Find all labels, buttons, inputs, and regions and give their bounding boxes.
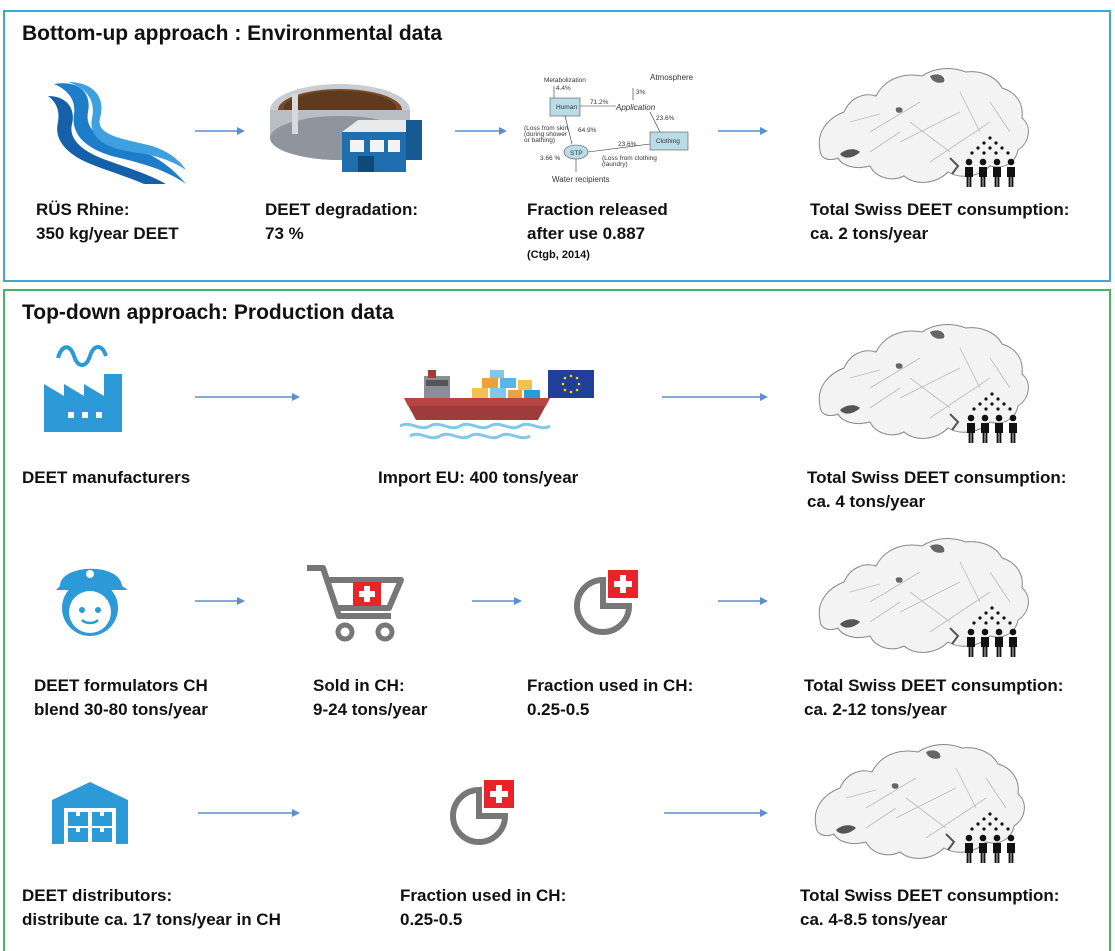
fraction-used-label-2: Fraction used in CH:0.25-0.5	[400, 886, 567, 929]
bottom-up-title: Bottom-up approach : Environmental data	[22, 22, 443, 45]
worker-icon	[50, 556, 132, 642]
svg-text:Clothing: Clothing	[656, 138, 680, 145]
svg-text:71.2%: 71.2%	[590, 99, 609, 106]
total-consumption-label-1: Total Swiss DEET consumption:ca. 2 tons/…	[810, 200, 1070, 243]
degradation-label: DEET degradation: 73 %	[265, 200, 419, 243]
svg-text:4.4%: 4.4%	[556, 85, 571, 92]
arrow-4	[195, 392, 300, 402]
total-consumption-label-3: Total Swiss DEET consumption:ca. 2-12 to…	[804, 676, 1064, 719]
arrow-7	[472, 596, 522, 606]
arrow-5	[662, 392, 768, 402]
svg-text:Application: Application	[615, 103, 656, 112]
svg-text:Water recipients: Water recipients	[552, 175, 610, 184]
svg-text:Atmosphere: Atmosphere	[650, 74, 694, 82]
svg-text:23.6%: 23.6%	[656, 115, 675, 122]
fraction-used-label-1: Fraction used in CH:0.25-0.5	[527, 676, 694, 719]
pie-chart-icon	[568, 570, 648, 646]
svg-text:(Loss from skin: (Loss from skin	[524, 125, 568, 132]
shopping-cart-icon	[305, 560, 405, 644]
svg-text:Human: Human	[556, 104, 577, 111]
people-icon	[960, 136, 1024, 188]
arrow-3	[718, 126, 768, 136]
import-eu-label: Import EU: 400 tons/year	[378, 468, 579, 487]
river-icon	[48, 78, 188, 186]
treatment-plant-icon	[262, 74, 432, 186]
arrow-6	[195, 596, 245, 606]
people-icon	[962, 606, 1026, 658]
svg-text:64.9%: 64.9%	[578, 127, 597, 134]
ship-icon	[400, 368, 600, 444]
people-icon	[962, 392, 1026, 444]
bottom-up-panel	[3, 10, 1111, 282]
distributors-label: DEET distributors:distribute ca. 17 tons…	[22, 886, 281, 929]
warehouse-icon	[50, 780, 130, 846]
pie-chart-icon	[444, 780, 524, 856]
svg-text:(during shower: (during shower	[524, 131, 568, 138]
svg-text:Metabolization: Metabolization	[544, 77, 586, 84]
arrow-1	[195, 126, 245, 136]
svg-text:23.6%: 23.6%	[618, 141, 637, 148]
total-consumption-label-4: Total Swiss DEET consumption:ca. 4-8.5 t…	[800, 886, 1060, 929]
arrow-2	[455, 126, 507, 136]
svg-text:or bathing): or bathing)	[524, 137, 555, 144]
sold-in-ch-label: Sold in CH:9-24 tons/year	[313, 676, 428, 719]
svg-text:3.66 %: 3.66 %	[540, 155, 560, 162]
rus-rhine-label: RÜS Rhine:350 kg/year DEET	[36, 200, 179, 243]
arrow-9	[198, 808, 300, 818]
total-consumption-label-2: Total Swiss DEET consumption:ca. 4 tons/…	[807, 468, 1067, 511]
factory-icon	[40, 344, 126, 434]
top-down-title: Top-down approach: Production data	[22, 301, 394, 324]
manufacturers-label: DEET manufacturers	[22, 468, 191, 487]
svg-text:3%: 3%	[636, 89, 646, 96]
fate-diagram: Metabolization 4.4% Atmosphere 3% Human …	[520, 74, 700, 188]
people-icon	[960, 812, 1024, 864]
svg-text:(Loss from clothing: (Loss from clothing	[602, 155, 657, 162]
arrow-10	[664, 808, 768, 818]
top-down-panel	[3, 289, 1111, 951]
svg-text:(laundry): (laundry)	[602, 161, 628, 168]
arrow-8	[718, 596, 768, 606]
eu-flag-icon	[548, 370, 594, 398]
svg-text:STP: STP	[570, 150, 583, 157]
